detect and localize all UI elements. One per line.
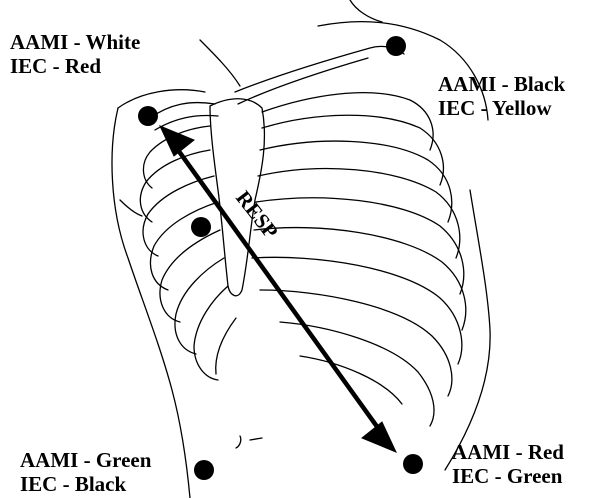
electrode-label-ll: AAMI - Red IEC - Green	[452, 440, 564, 488]
neck-right	[350, 0, 382, 22]
electrode-la-dot	[386, 36, 406, 56]
electrode-label-rl: AAMI - Green IEC - Black	[20, 448, 151, 496]
shoulder-left	[118, 90, 205, 108]
electrode-label-ra: AAMI - White IEC - Red	[10, 30, 140, 78]
electrode-ra-dot	[138, 106, 158, 126]
electrode-label-la: AAMI - Black IEC - Yellow	[438, 72, 565, 120]
electrode-rl-dot	[194, 460, 214, 480]
neck-left	[200, 40, 240, 86]
torso-outline-left	[112, 108, 190, 498]
clavicle-right-lower	[238, 58, 368, 104]
resp-arrow	[160, 126, 396, 452]
electrode-v-dot	[191, 217, 211, 237]
torso-outline-right	[445, 190, 490, 470]
clavicle-right	[235, 46, 404, 92]
electrode-ll-dot	[403, 454, 423, 474]
